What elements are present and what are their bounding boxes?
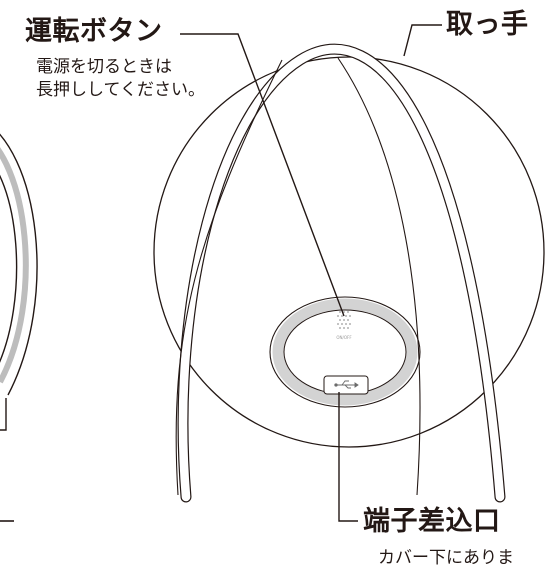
control-ring xyxy=(269,296,421,408)
port-description: カバー下にありま xyxy=(378,548,514,568)
power-button-leader-line xyxy=(180,33,345,317)
handle-leader-line xyxy=(403,24,442,57)
usb-icon xyxy=(334,380,359,389)
port-leader-line xyxy=(338,392,358,522)
left-device-partial xyxy=(0,133,38,431)
port-label: 端子差込口 xyxy=(363,506,501,537)
speaker-grille-icon xyxy=(337,311,351,329)
power-button-label: 運転ボタン xyxy=(25,16,163,47)
power-button-description-line-1: 電源を切るときは xyxy=(36,57,172,77)
usb-port-cover xyxy=(323,375,369,395)
power-button-description-line-2: 長押ししてください。 xyxy=(36,80,205,100)
handle-label: 取っ手 xyxy=(446,9,529,40)
speaker-body xyxy=(153,56,545,448)
handle xyxy=(175,43,506,503)
power-button-marking: ON/OFF xyxy=(336,335,352,340)
